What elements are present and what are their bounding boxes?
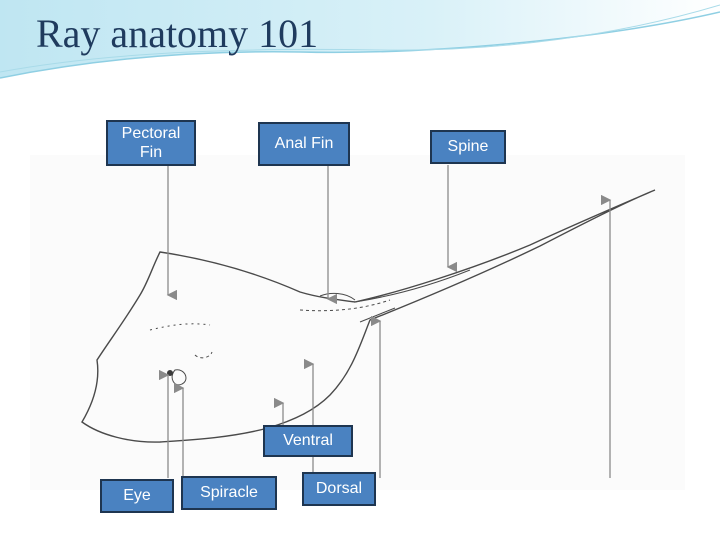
label-pectoral-fin: Pectoral Fin [106,120,196,166]
label-eye-text: Eye [123,487,151,505]
label-dorsal-text: Dorsal [315,480,363,498]
ray-body [81,189,656,443]
label-ventral-text: Ventral [283,432,333,450]
leader-lines [158,165,612,478]
label-spine-text: Spine [447,138,489,156]
label-anal-fin-text: Anal Fin [274,135,334,153]
label-spiracle: Spiracle [181,476,277,510]
slide-title: Ray anatomy 101 [36,11,319,56]
label-ventral: Ventral [263,425,353,457]
label-eye: Eye [100,479,174,513]
label-spiracle-text: Spiracle [200,484,258,502]
label-pectoral-fin-text: Pectoral Fin [121,124,181,161]
label-dorsal: Dorsal [302,472,376,506]
photo-background [30,155,685,490]
label-spine: Spine [430,130,506,164]
header-wave-banner [0,0,720,79]
label-anal-fin: Anal Fin [258,122,350,166]
